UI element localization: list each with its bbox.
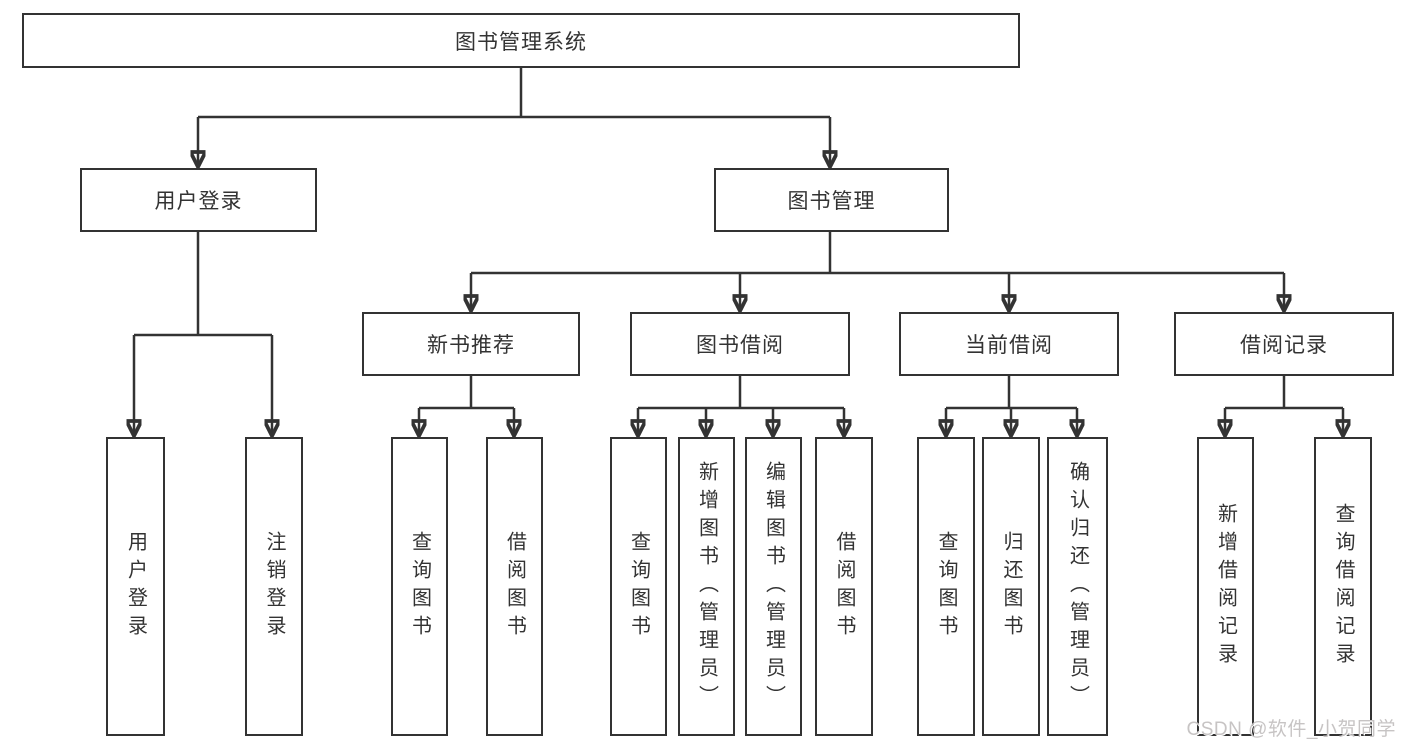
- node-label: 查询图书: [408, 530, 431, 643]
- leaf-query-borrow-record: 查询借阅记录: [1314, 437, 1372, 736]
- node-user-login: 用户登录: [80, 168, 317, 232]
- node-borrow-records: 借阅记录: [1174, 312, 1394, 376]
- node-label: 借阅记录: [1240, 334, 1328, 357]
- node-label: 注销登录: [263, 530, 285, 643]
- node-label: 确认归还（管理员）: [1066, 460, 1089, 713]
- connector-root-split: [198, 68, 830, 119]
- node-label: 编辑图书（管理员）: [762, 460, 785, 713]
- node-book-borrowing: 图书借阅: [630, 312, 850, 376]
- leaf-confirm-return-admin: 确认归还（管理员）: [1047, 437, 1108, 736]
- node-label: 图书借阅: [696, 334, 784, 357]
- node-label: 新增图书（管理员）: [695, 460, 718, 713]
- node-label: 查询图书: [935, 530, 957, 643]
- connector-records-split: [1225, 375, 1343, 410]
- node-label: 借阅图书: [833, 530, 855, 643]
- node-label: 新书推荐: [427, 334, 515, 357]
- node-label: 用户登录: [124, 530, 147, 643]
- node-label: 当前借阅: [965, 334, 1053, 357]
- leaf-query-books-recommend: 查询图书: [391, 437, 448, 736]
- leaf-add-books-admin: 新增图书（管理员）: [678, 437, 735, 736]
- node-label: 新增借阅记录: [1214, 502, 1237, 671]
- node-label: 用户登录: [154, 190, 243, 213]
- node-label: 查询借阅记录: [1332, 502, 1354, 671]
- node-new-book-recommend: 新书推荐: [362, 312, 580, 376]
- connector-current-split: [946, 375, 1077, 410]
- connector-newbooks-split: [419, 375, 514, 410]
- watermark: CSDN @软件_小贺同学: [1186, 719, 1396, 740]
- node-library-system: 图书管理系统: [22, 13, 1020, 68]
- leaf-user-login: 用户登录: [106, 437, 165, 736]
- leaf-borrow-books: 借阅图书: [815, 437, 873, 736]
- leaf-add-borrow-record: 新增借阅记录: [1197, 437, 1254, 736]
- node-book-management: 图书管理: [714, 168, 949, 232]
- connector-login-split: [134, 232, 272, 337]
- node-label: 查询图书: [627, 530, 650, 643]
- connector-borrow-split: [638, 375, 844, 410]
- node-label: 借阅图书: [503, 530, 526, 643]
- leaf-query-books-current: 查询图书: [917, 437, 975, 736]
- node-label: 图书管理: [787, 190, 876, 213]
- node-label: 图书管理系统: [455, 30, 587, 54]
- connector-bookmgmt-split: [471, 232, 1284, 275]
- leaf-query-books-borrow: 查询图书: [610, 437, 667, 736]
- node-current-borrowing: 当前借阅: [899, 312, 1119, 376]
- leaf-return-books: 归还图书: [982, 437, 1040, 736]
- leaf-logout: 注销登录: [245, 437, 303, 736]
- node-label: 归还图书: [1000, 530, 1022, 643]
- leaf-borrow-books-recommend: 借阅图书: [486, 437, 543, 736]
- leaf-edit-books-admin: 编辑图书（管理员）: [745, 437, 802, 736]
